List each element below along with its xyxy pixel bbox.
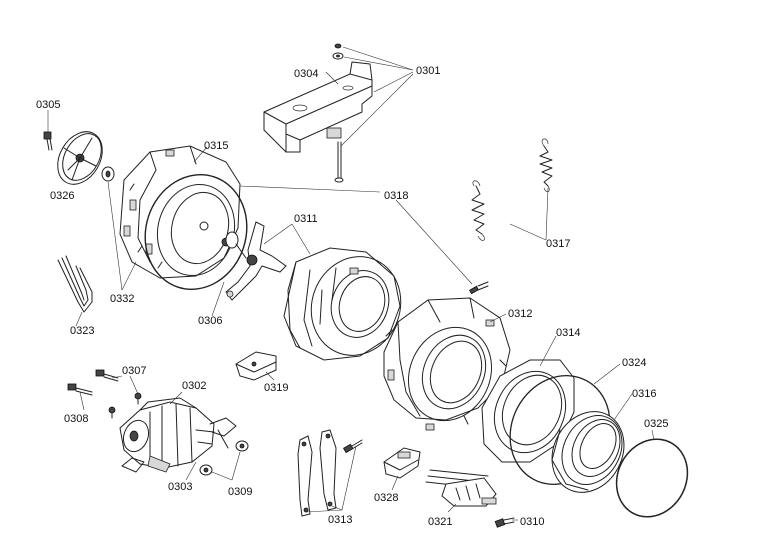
part-0321-heating-element bbox=[425, 469, 497, 507]
part-0311-drum-cross bbox=[225, 221, 287, 301]
label-0304: 0304 bbox=[294, 68, 318, 80]
part-0307-0308-screws bbox=[67, 369, 142, 419]
label-0305: 0305 bbox=[36, 99, 60, 111]
label-0313: 0313 bbox=[328, 514, 352, 526]
label-0332: 0332 bbox=[110, 293, 134, 305]
label-0321: 0321 bbox=[428, 516, 452, 528]
label-0315: 0315 bbox=[204, 140, 228, 152]
label-0311: 0311 bbox=[294, 213, 318, 225]
label-0316: 0316 bbox=[632, 388, 656, 400]
part-0311-drum bbox=[283, 247, 402, 361]
label-0325: 0325 bbox=[644, 418, 668, 430]
part-0317-springs bbox=[471, 138, 553, 241]
part-0316-door-gasket bbox=[551, 411, 625, 493]
part-0323-belt bbox=[57, 255, 93, 313]
part-0312-front-tub bbox=[383, 297, 511, 431]
part-0302-motor bbox=[119, 397, 237, 473]
label-0324: 0324 bbox=[622, 357, 646, 369]
part-0313-shock-absorbers bbox=[297, 429, 363, 517]
part-0314-front-panel-ring bbox=[481, 359, 575, 463]
label-0303: 0303 bbox=[168, 481, 192, 493]
label-0323: 0323 bbox=[70, 325, 94, 337]
label-0319: 0319 bbox=[264, 382, 288, 394]
label-0302: 0302 bbox=[182, 380, 206, 392]
label-0306: 0306 bbox=[198, 315, 222, 327]
part-0326-pulley bbox=[57, 131, 103, 185]
label-0326: 0326 bbox=[50, 190, 74, 202]
part-0328-connector bbox=[383, 447, 421, 479]
part-0301-fasteners bbox=[326, 43, 344, 183]
label-0301: 0301 bbox=[416, 65, 440, 77]
part-0309-bushings bbox=[199, 440, 249, 476]
part-0305-screw bbox=[43, 131, 53, 151]
leader-lines bbox=[47, 46, 655, 521]
label-0318: 0318 bbox=[384, 190, 408, 202]
part-labels: 0301 0304 0305 0315 0326 0318 0311 0317 … bbox=[36, 65, 668, 528]
label-0314: 0314 bbox=[556, 327, 580, 339]
label-0312: 0312 bbox=[508, 308, 532, 320]
label-0308: 0308 bbox=[64, 413, 88, 425]
part-0318-fixing-screw bbox=[468, 281, 489, 295]
label-0309: 0309 bbox=[228, 486, 252, 498]
label-0307: 0307 bbox=[122, 365, 146, 377]
part-0325-wire-ring bbox=[615, 438, 689, 518]
part-0315-rear-tub bbox=[119, 145, 241, 279]
label-0310: 0310 bbox=[520, 516, 544, 528]
label-0317: 0317 bbox=[546, 238, 570, 250]
part-0319-plate bbox=[235, 351, 277, 381]
part-0304-counterweight-top bbox=[263, 61, 373, 153]
part-0306-tub-seal bbox=[144, 174, 248, 290]
part-0310-sensor bbox=[494, 517, 515, 528]
label-0328: 0328 bbox=[374, 492, 398, 504]
part-0332-washer bbox=[101, 166, 115, 182]
